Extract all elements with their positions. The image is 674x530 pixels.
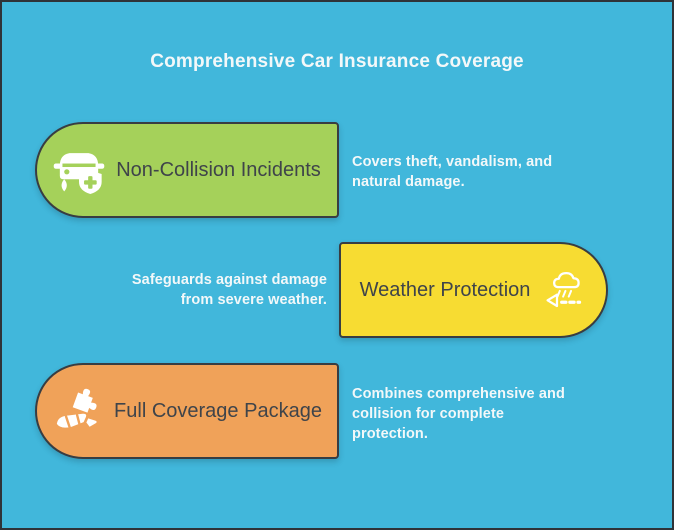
storm-rain-wind-icon bbox=[541, 268, 588, 312]
pill-weather-protection: Weather Protection bbox=[339, 242, 608, 338]
pill-label: Weather Protection bbox=[359, 278, 531, 301]
pill-label: Non-Collision Incidents bbox=[116, 158, 321, 181]
pill-full-coverage-package: Full Coverage Package bbox=[35, 363, 339, 459]
pill-label: Full Coverage Package bbox=[114, 399, 322, 422]
pill-non-collision-incidents: Non-Collision Incidents bbox=[35, 122, 339, 218]
car-shield-icon bbox=[52, 146, 106, 195]
description-non-collision: Covers theft, vandalism, and natural dam… bbox=[352, 154, 553, 190]
description-weather: Safeguards against damage from severe we… bbox=[131, 272, 327, 308]
page-title: Comprehensive Car Insurance Coverage bbox=[150, 51, 524, 72]
hand-puzzle-icon bbox=[53, 387, 105, 435]
description-full-coverage: Combines comprehensive and collision for… bbox=[352, 386, 565, 442]
